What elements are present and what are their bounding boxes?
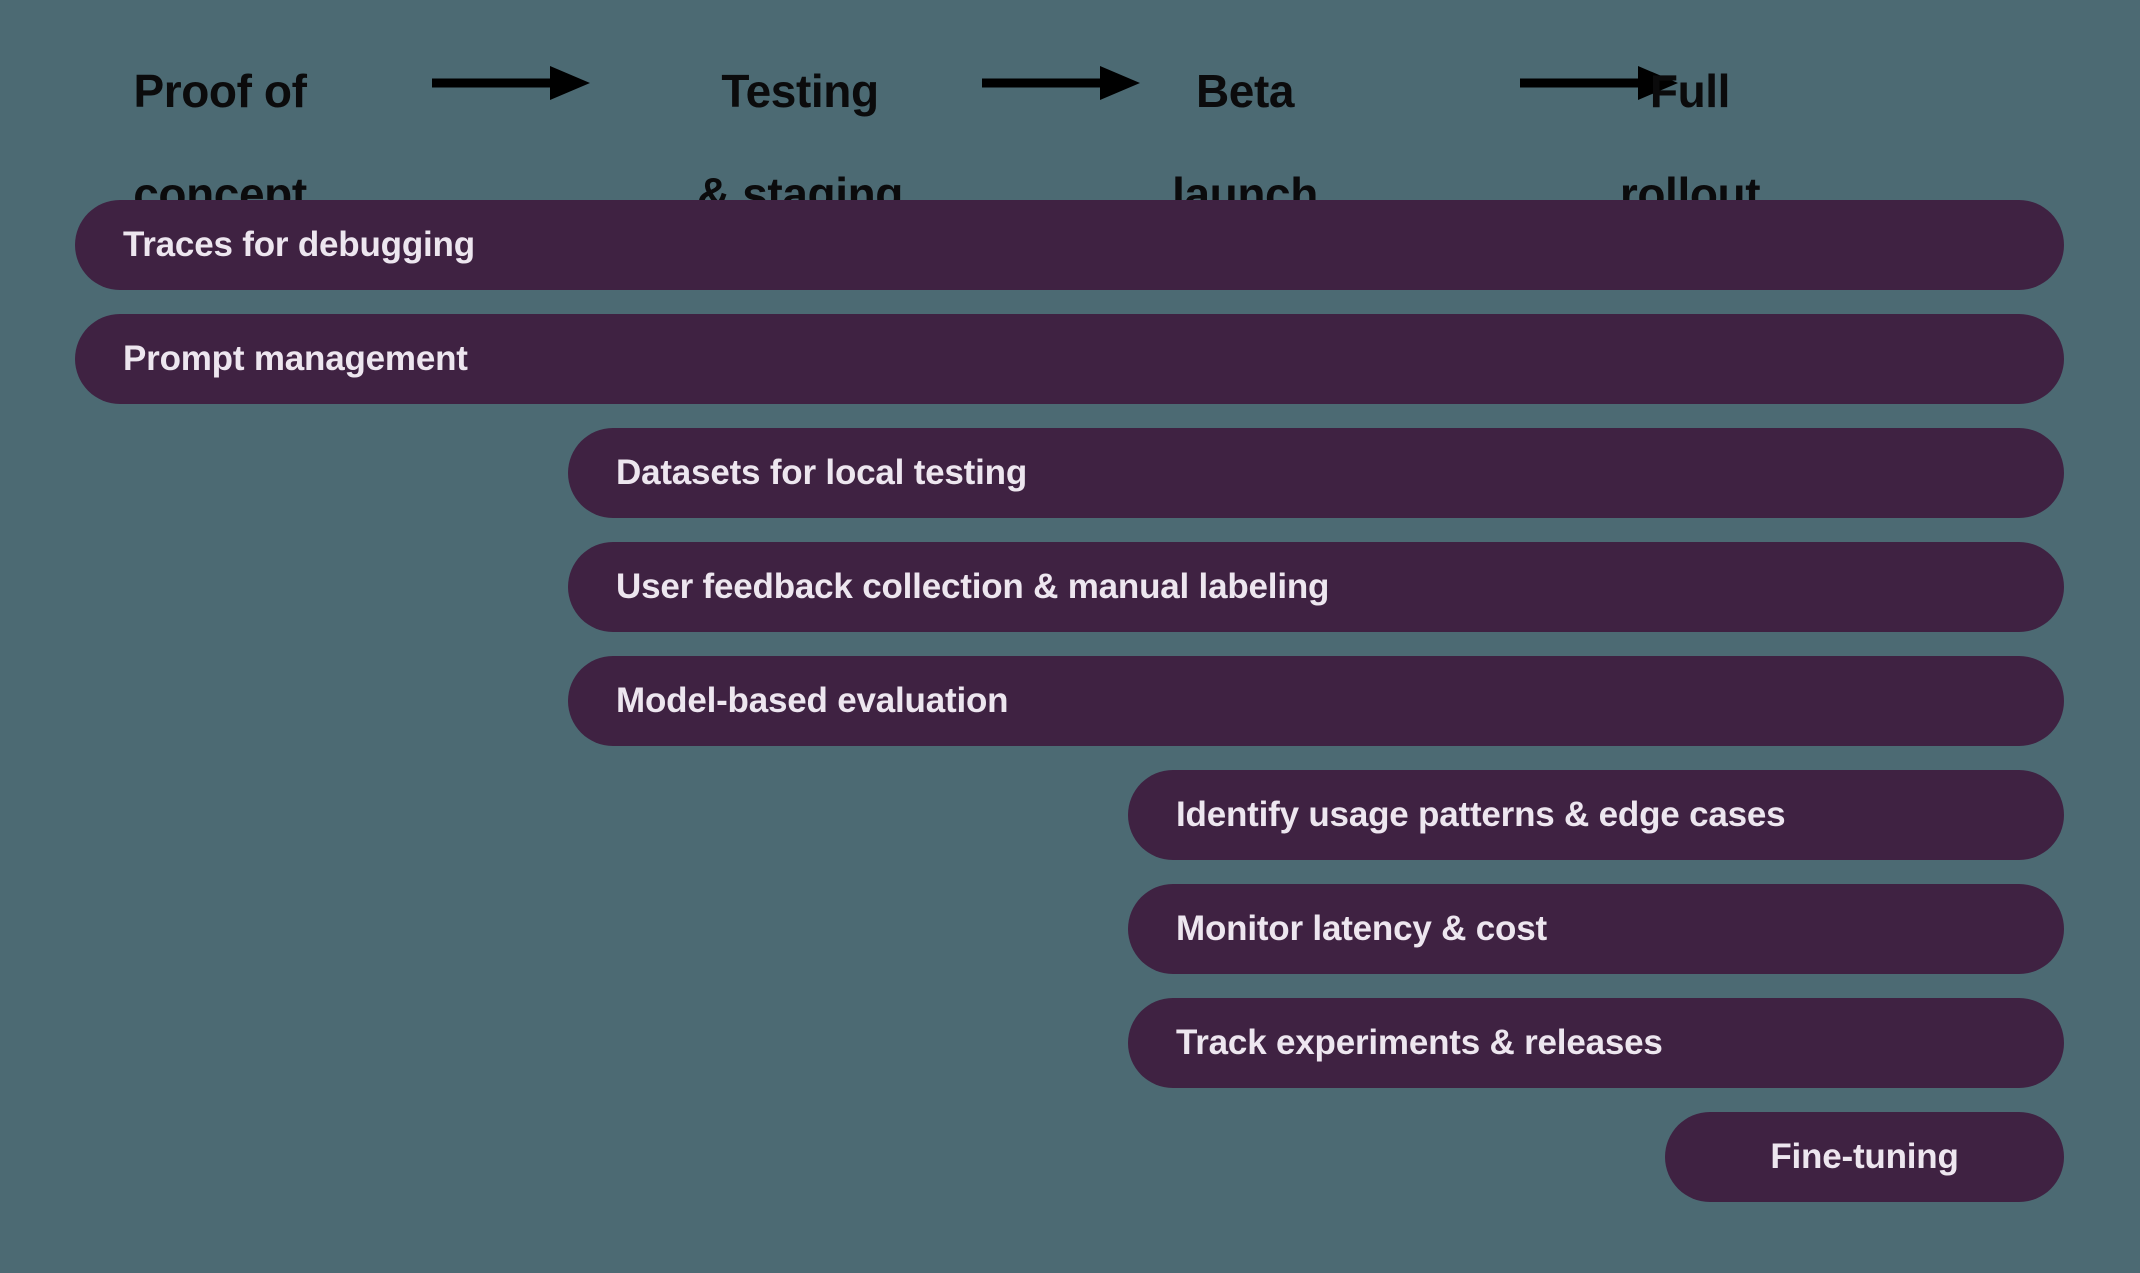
capability-bar-label: User feedback collection & manual labeli… — [616, 567, 1330, 606]
stage-label-testing-and-staging: Testing & staging — [640, 14, 960, 272]
capability-bar[interactable]: Fine-tuning — [1665, 1112, 2064, 1202]
arrow-poc-to-testing-icon — [432, 60, 592, 106]
capability-bar[interactable]: Model-based evaluation — [568, 656, 2064, 746]
stage-label-line1: Beta — [1195, 64, 1295, 117]
capability-bar-label: Monitor latency & cost — [1176, 909, 1547, 948]
capability-bar-label: Fine-tuning — [1770, 1137, 1959, 1176]
stage-label-line1: Full — [1649, 64, 1731, 117]
arrow-testing-to-beta-icon — [982, 60, 1142, 106]
capability-bar[interactable]: User feedback collection & manual labeli… — [568, 542, 2064, 632]
capability-bar[interactable]: Identify usage patterns & edge cases — [1128, 770, 2064, 860]
capability-bar-label: Datasets for local testing — [616, 453, 1028, 492]
stage-label-line1: Proof of — [133, 64, 307, 117]
capability-bar[interactable]: Monitor latency & cost — [1128, 884, 2064, 974]
capability-bar-label: Prompt management — [123, 339, 468, 378]
capability-bar-label: Identify usage patterns & edge cases — [1176, 795, 1786, 834]
stage-header: Proof of concept Testing & staging Beta … — [0, 0, 2140, 219]
capability-bar[interactable]: Traces for debugging — [75, 200, 2064, 290]
capability-bar[interactable]: Track experiments & releases — [1128, 998, 2064, 1088]
arrow-beta-to-rollout-icon — [1520, 60, 1680, 106]
capability-bar-label: Model-based evaluation — [616, 681, 1009, 720]
capability-bar-label: Traces for debugging — [123, 225, 475, 264]
capability-bar[interactable]: Prompt management — [75, 314, 2064, 404]
stage-label-line1: Testing — [721, 64, 879, 117]
capability-bar[interactable]: Datasets for local testing — [568, 428, 2064, 518]
capability-bar-label: Track experiments & releases — [1176, 1023, 1663, 1062]
